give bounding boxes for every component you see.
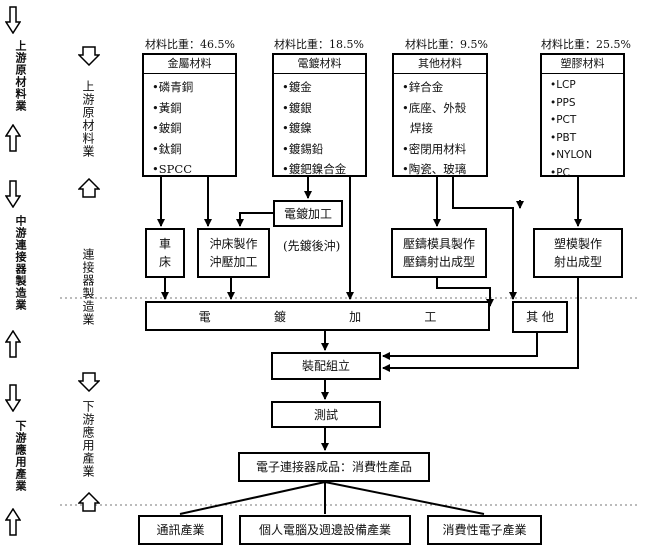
process-lathe-line1: 車 — [158, 237, 171, 251]
material-item: •黃銅 — [152, 100, 182, 115]
arrow-diecast-bar — [436, 278, 494, 307]
process-die-casting-line2: 壓鑄射出成型 — [402, 255, 475, 269]
hollow-up-arrow-icon — [78, 178, 100, 198]
material-item: •NYLON — [550, 149, 593, 161]
material-item: •鍍金 — [282, 80, 312, 94]
hollow-down-arrow-icon — [5, 6, 21, 34]
hollow-up-arrow-icon — [5, 508, 21, 536]
hollow-up-arrow-icon — [78, 492, 100, 512]
ratio-plastic: 材料比重：25.5% — [541, 38, 631, 51]
process-others: 其 他 — [512, 301, 568, 333]
material-box-plating: 電鍍材料 •鍍金 •鍍銀 •鍍鎳 •鍍錫鉛 •鍍鈀鎳合金 — [272, 53, 367, 177]
plating-bar-char: 鍍 — [273, 309, 286, 324]
material-item: •鈹銅 — [152, 121, 182, 136]
material-box-plastic: 塑膠材料 •LCP •PPS •PCT •PBT •NYLON •PC — [540, 53, 625, 179]
material-title: 金屬材料 — [144, 55, 235, 74]
hollow-down-arrow-icon — [78, 46, 100, 66]
material-item: •陶瓷、玻璃 — [402, 162, 467, 177]
process-plastic-mold-line1: 塑模製作 — [553, 237, 602, 251]
process-die-casting-line1: 壓鑄模具製作 — [402, 237, 475, 251]
material-item: •鍍鎳 — [282, 121, 312, 136]
line-product-telecom — [179, 481, 326, 515]
process-die-casting: 壓鑄模具製作 壓鑄射出成型 — [391, 228, 487, 278]
process-lathe: 車 床 — [145, 228, 185, 278]
material-item: 焊接 — [410, 121, 433, 136]
process-testing: 測試 — [271, 401, 381, 428]
hollow-down-arrow-icon — [5, 384, 21, 412]
material-item: •PCT — [550, 114, 577, 126]
application-consumer-electronics: 消費性電子產業 — [427, 515, 542, 545]
process-plastic-mold-line2: 射出成型 — [553, 255, 602, 269]
left-label-upstream: 上游原材料業 — [14, 40, 27, 112]
material-title: 塑膠材料 — [542, 55, 623, 74]
arrow-platingproc-stamping — [236, 212, 273, 227]
mid-label-midstream: 連接器製造業 — [81, 248, 95, 326]
arrow-other-others — [452, 176, 517, 300]
ratio-metal: 材料比重：46.5% — [145, 38, 235, 51]
material-item: •SPCC — [152, 162, 192, 177]
material-item: •鍍錫鉛 — [282, 141, 324, 156]
process-stamping-line2: 沖壓加工 — [209, 255, 258, 269]
material-item: •PC — [550, 166, 570, 179]
process-stamping-line1: 沖床製作 — [209, 237, 258, 251]
process-plastic-mold: 塑模製作 射出成型 — [533, 228, 623, 278]
material-item: •鍍銀 — [282, 100, 312, 115]
plating-bar-char: 電 — [198, 309, 211, 324]
mid-label-downstream: 下游應用產業 — [81, 400, 95, 478]
process-assembly: 裝配組立 — [271, 352, 381, 380]
material-item: •磷青銅 — [152, 80, 194, 94]
plating-note: (先鍍後沖) — [283, 239, 341, 253]
material-item: •密閉用材料 — [402, 141, 467, 156]
material-title: 電鍍材料 — [274, 55, 365, 74]
hollow-up-arrow-icon — [5, 330, 21, 358]
left-label-downstream: 下游應用產業 — [14, 420, 27, 492]
arrow-mold-assembly — [382, 278, 579, 372]
material-item: •底座、外殼 — [402, 100, 467, 115]
application-pc-peripherals: 個人電腦及週邊設備產業 — [239, 515, 411, 545]
ratio-other: 材料比重：9.5% — [405, 38, 488, 51]
material-item: •LCP — [550, 79, 576, 91]
process-plating: 電鍍加工 — [273, 200, 343, 227]
material-item: •鋅合金 — [402, 80, 444, 94]
mid-label-upstream: 上游原材料業 — [81, 80, 95, 158]
material-item: •鍍鈀鎳合金 — [282, 162, 347, 177]
material-item: •PBT — [550, 131, 577, 144]
plating-bar-char: 加 — [349, 309, 362, 324]
ratio-plating: 材料比重：18.5% — [274, 38, 364, 51]
plating-bar-char: 工 — [424, 309, 437, 324]
material-item: •鈦銅 — [152, 141, 182, 156]
process-lathe-line2: 床 — [158, 255, 171, 269]
line-product-consumer — [324, 481, 485, 515]
process-stamping: 沖床製作 沖壓加工 — [197, 228, 270, 278]
hollow-down-arrow-icon — [78, 372, 100, 392]
application-telecom: 通訊產業 — [138, 515, 223, 545]
material-title: 其他材料 — [394, 55, 486, 74]
material-box-other: 其他材料 •鋅合金 •底座、外殼 焊接 •密閉用材料 •陶瓷、玻璃 — [392, 53, 488, 177]
final-product: 電子連接器成品：消費性產品 — [238, 452, 430, 482]
arrow-others-assembly — [382, 333, 538, 360]
material-box-metal: 金屬材料 •磷青銅 •黃銅 •鈹銅 •鈦銅 •SPCC — [142, 53, 237, 177]
material-item: •PPS — [550, 96, 576, 109]
hollow-up-arrow-icon — [5, 124, 21, 152]
left-label-midstream: 中游連接器製造業 — [14, 215, 27, 311]
plating-bar: 電 鍍 加 工 — [145, 301, 490, 331]
hollow-down-arrow-icon — [5, 180, 21, 208]
